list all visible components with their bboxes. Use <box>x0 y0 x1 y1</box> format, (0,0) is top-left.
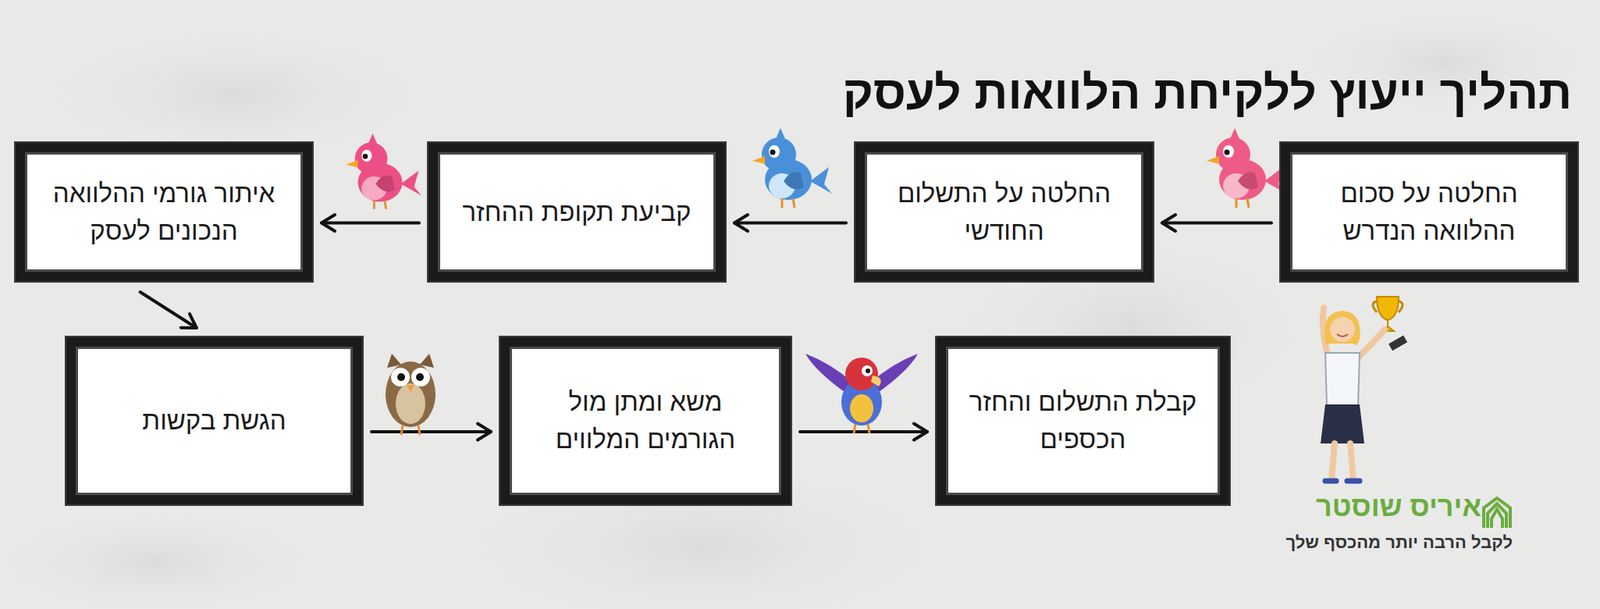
bird-legs <box>782 198 795 208</box>
arrow-head <box>1162 214 1176 232</box>
bird-illustration <box>752 128 832 208</box>
bird-beak <box>1206 156 1220 164</box>
parrot-illustration <box>805 353 918 434</box>
owl-ears <box>387 353 434 368</box>
process-box: קביעת תקופת ההחזר <box>428 142 726 281</box>
bird-pupil <box>1224 149 1231 156</box>
trophy-base <box>1388 335 1408 352</box>
bird-head <box>761 137 797 172</box>
bird-wing <box>1237 171 1259 189</box>
winner-illustration <box>1320 296 1408 481</box>
owl-illustration <box>385 353 436 435</box>
bird-eye <box>1223 145 1234 158</box>
box-text: קביעת תקופת ההחזר <box>462 193 691 232</box>
owl-belly <box>395 383 426 424</box>
arrow-head <box>321 214 335 232</box>
process-box: משא ומתן מול הגורמים המלווים <box>500 337 791 505</box>
bird-wing <box>783 171 804 189</box>
arrow-head <box>181 313 197 328</box>
arrow-shaft <box>734 221 847 225</box>
arrow-shaft <box>140 291 197 328</box>
bird-legs <box>373 199 386 209</box>
bird-wing <box>375 174 395 192</box>
box-text: קבלת התשלום והחזר הכספים <box>963 383 1203 459</box>
bird-pupil <box>770 149 776 156</box>
arrow-shaft <box>1162 221 1272 225</box>
paper-texture <box>0 507 328 609</box>
logo-roof <box>1483 497 1511 528</box>
flow-arrow <box>140 291 197 328</box>
box-text: משא ומתן מול הגורמים המלווים <box>526 383 765 459</box>
bird-eye <box>768 145 780 158</box>
box-text: החלטה על סכום ההלוואה הנדרש <box>1307 174 1551 250</box>
diagram-title: תהליך ייעוץ ללקיחת הלוואות לעסק <box>842 65 1572 120</box>
skirt <box>1320 404 1365 444</box>
owl-pupil <box>397 373 406 381</box>
arrow-shaft <box>371 430 491 434</box>
arrow-head <box>477 423 491 441</box>
parrot-beak <box>871 375 882 387</box>
bird-head <box>1216 137 1251 172</box>
owl-feet <box>401 425 420 435</box>
trophy <box>1376 296 1399 331</box>
arrow-shaft <box>800 430 928 434</box>
bird-tail <box>401 170 423 196</box>
process-box: קבלת התשלום והחזר הכספים <box>936 337 1230 505</box>
trophy-handles <box>1372 301 1403 313</box>
box-text: החלטה על התשלום החודשי <box>881 174 1127 250</box>
arrow-head <box>913 423 928 441</box>
bird-illustration <box>1206 128 1287 208</box>
logo-roof <box>1491 508 1503 528</box>
bird-crest <box>1230 128 1240 139</box>
bird-head <box>355 142 388 175</box>
process-box: הגשת בקשות <box>66 337 363 505</box>
bird-eye <box>361 149 372 162</box>
bird-illustration <box>345 133 422 210</box>
logo-icon <box>1483 497 1511 528</box>
smile <box>1336 334 1348 337</box>
flow-arrow <box>800 423 928 441</box>
bird-legs <box>1236 198 1249 208</box>
arrow-head <box>734 214 748 232</box>
bird-beak <box>752 156 765 164</box>
box-text: הגשת בקשות <box>142 401 286 440</box>
parrot-belly <box>849 394 874 423</box>
logo-roof <box>1487 503 1507 528</box>
box-text: איתור גורמי ההלוואה הנכונים לעסק <box>42 174 286 250</box>
logo-name: איריס שוסטר <box>1315 490 1482 523</box>
shirt <box>1325 352 1360 406</box>
parrot-feet <box>853 423 870 434</box>
bird-tail <box>810 167 832 194</box>
flow-arrow <box>371 423 491 441</box>
legs <box>1331 443 1354 480</box>
owl-beak <box>406 384 415 392</box>
bird-beak <box>345 160 358 168</box>
hair <box>1324 310 1360 345</box>
bird-crest <box>368 133 377 144</box>
process-box: החלטה על התשלום החודשי <box>855 142 1153 281</box>
parrot-head <box>845 357 879 391</box>
parrot-eye <box>861 365 873 377</box>
flow-arrow <box>734 214 847 232</box>
owl-eye <box>391 367 410 387</box>
arrow-shaft <box>321 221 420 225</box>
face <box>1329 316 1355 342</box>
flow-arrow <box>321 214 420 232</box>
owl-body <box>385 361 436 427</box>
shoes <box>1325 478 1360 484</box>
owl-eye <box>411 367 431 387</box>
flow-arrow <box>1162 214 1272 232</box>
process-box: איתור גורמי ההלוואה הנכונים לעסק <box>15 142 313 281</box>
bird-crest <box>775 128 786 139</box>
owl-pupil <box>416 373 424 381</box>
process-box: החלטה על סכום ההלוואה הנדרש <box>1280 142 1578 281</box>
parrot-pupil <box>865 368 871 374</box>
bird-pupil <box>362 153 369 160</box>
logo-tagline: לקבל הרבה יותר מהכסף שלך <box>1285 532 1513 553</box>
